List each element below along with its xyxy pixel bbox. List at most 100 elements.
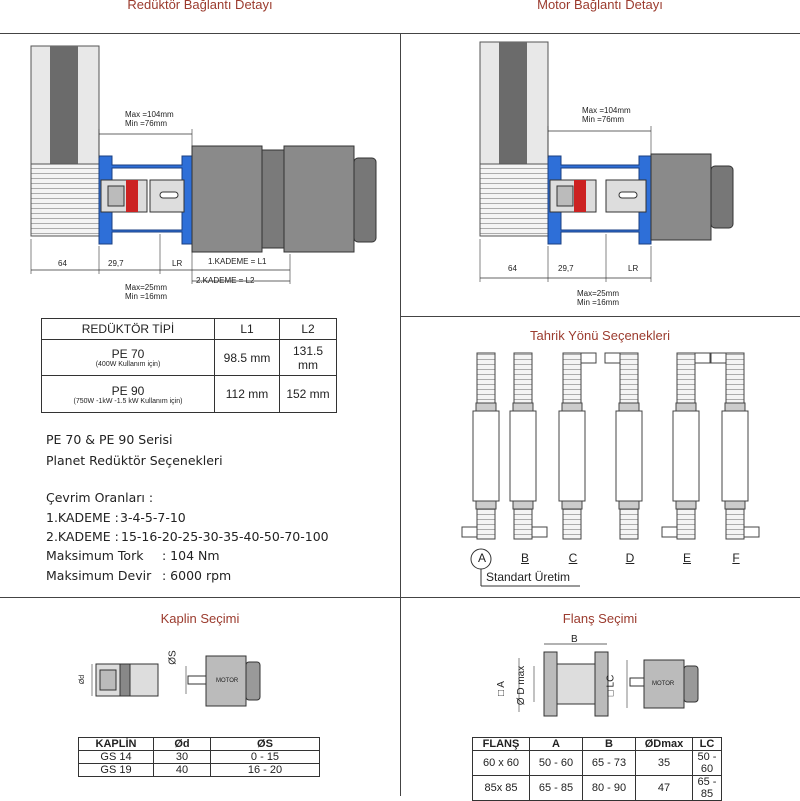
reducer-row-l1: 112 mm (214, 375, 280, 413)
reducer-row-name: PE 70 (111, 347, 145, 361)
direction-drive-a (461, 352, 500, 540)
dim-min-16: Min =16mm (125, 292, 168, 301)
reducer-row-name: PE 90 (111, 383, 145, 398)
flange-a-label: □ A (495, 681, 507, 696)
coupling-cell: 30 (153, 750, 211, 764)
coupling-header-os: ØS (210, 737, 320, 751)
flange-b-label: B (571, 634, 578, 645)
coupling-cell: 40 (153, 763, 211, 777)
coupling-header-od: Ød (153, 737, 211, 751)
reducer-table-header-l1: L1 (214, 318, 280, 340)
ratios-title: Çevrim Oranları : (46, 490, 154, 505)
flange-motor-label: MOTOR (652, 681, 675, 687)
reducer-row-note: (400W Kullanım için) (95, 361, 161, 368)
coupling-cell: 0 - 15 (210, 750, 320, 764)
flange-header-a: A (529, 737, 583, 751)
coupling-cell: GS 14 (78, 750, 154, 764)
direction-drive-d (604, 352, 643, 540)
flange-lc-label: □ LC (605, 674, 617, 697)
table-row: PE 90 (750W -1kW -1.5 kW Kullanım için) (41, 375, 215, 413)
motor-dim-64: 64 (508, 264, 517, 273)
dim-64: 64 (58, 259, 67, 268)
table-row: 60 x 60 50 - 60 65 - 73 35 50 - 60 (472, 750, 722, 776)
direction-drive-f (710, 352, 760, 540)
coupling-motor-label: MOTOR (216, 678, 239, 684)
title-flange-selection: Flanş Seçimi (562, 611, 638, 626)
table-row: GS 14 30 0 - 15 (78, 750, 320, 764)
direction-label-c[interactable]: C (568, 551, 578, 565)
flange-cell: 35 (635, 750, 693, 776)
reducer-type-table: REDÜKTÖR TİPİ L1 L2 PE 70 (400W Kullanım… (41, 318, 337, 413)
flange-cell: 50 - 60 (529, 750, 583, 776)
motor-dim-lr: LR (628, 264, 639, 273)
title-motor-detail: Motor Bağlantı Detayı (537, 0, 663, 12)
coupling-table: KAPLİN Ød ØS GS 14 30 0 - 15 GS 19 40 16… (78, 737, 320, 777)
dim-lr: LR (172, 259, 183, 268)
reducer-connection-drawing (30, 45, 377, 284)
dim-min-76: Min =76mm (125, 119, 168, 128)
motor-dim-min-16: Min =16mm (577, 298, 620, 307)
speed-label: Maksimum Devir (46, 568, 152, 583)
flange-header-lc: LC (692, 737, 722, 751)
flange-header-b: B (582, 737, 636, 751)
standard-indicator (470, 548, 580, 587)
flange-table: FLANŞ A B ØDmax LC 60 x 60 50 - 60 65 - … (472, 737, 722, 801)
dim-kademe-1: 1.KADEME = L1 (208, 257, 267, 266)
title-reducer-detail: Redüktör Bağlantı Detayı (127, 0, 273, 12)
flange-cell: 65 - 85 (692, 775, 722, 801)
flange-cell: 50 - 60 (692, 750, 722, 776)
table-row: GS 19 40 16 - 20 (78, 763, 320, 777)
table-row: PE 70 (400W Kullanım için) (41, 339, 215, 376)
series-line-2: Planet Redüktör Seçenekleri (46, 453, 223, 468)
motor-dim-max-25: Max=25mm (577, 289, 620, 298)
reducer-table-header-type: REDÜKTÖR TİPİ (41, 318, 215, 340)
flange-dmax-label: Ø D max (516, 665, 528, 706)
direction-label-b[interactable]: B (520, 551, 529, 565)
reducer-table-header-l2: L2 (279, 318, 337, 340)
direction-label-d[interactable]: D (625, 551, 635, 565)
coupling-cell: GS 19 (78, 763, 154, 777)
motor-dim-min-76: Min =76mm (582, 115, 625, 124)
flange-cell: 65 - 85 (529, 775, 583, 801)
flange-drawing (518, 643, 699, 717)
kademe-1-label: 1.KADEME : (46, 510, 119, 525)
kademe-2-label: 2.KADEME : (46, 529, 119, 544)
dim-29-7: 29,7 (108, 259, 124, 268)
reducer-row-l1: 98.5 mm (214, 339, 280, 376)
flange-cell: 85x 85 (472, 775, 530, 801)
kademe-2-values: 15-16-20-25-30-35-40-50-70-100 (121, 529, 329, 544)
coupling-od-label: Ød (79, 674, 87, 685)
table-row: 85x 85 65 - 85 80 - 90 47 65 - 85 (472, 775, 722, 801)
reducer-row-l2: 131.5 mm (279, 339, 337, 376)
direction-drive-c (558, 352, 597, 540)
direction-drive-b (509, 352, 548, 540)
motor-dim-29-7: 29,7 (558, 264, 574, 273)
coupling-cell: 16 - 20 (210, 763, 320, 777)
flange-cell: 47 (635, 775, 693, 801)
flange-header-flans: FLANŞ (472, 737, 530, 751)
dim-kademe-2: 2.KADEME = L2 (196, 276, 255, 285)
frame-right-divider (400, 316, 800, 317)
dim-max-104: Max =104mm (125, 110, 174, 119)
kademe-1-values: 3-4-5-7-10 (120, 510, 186, 525)
motor-dim-max-104: Max =104mm (582, 106, 631, 115)
speed-value: : 6000 rpm (162, 568, 232, 583)
flange-cell: 60 x 60 (472, 750, 530, 776)
direction-drive-e (661, 352, 711, 540)
direction-label-f[interactable]: F (732, 551, 740, 565)
standard-production-label: Standart Üretim (486, 570, 571, 584)
direction-label-e[interactable]: E (682, 551, 691, 565)
dim-max-25: Max=25mm (125, 283, 168, 292)
direction-label-a[interactable]: A (477, 551, 486, 565)
reducer-row-note: (750W -1kW -1.5 kW Kullanım için) (73, 397, 183, 405)
series-line-1: PE 70 & PE 90 Serisi (46, 432, 173, 447)
coupling-header-kaplin: KAPLİN (78, 737, 154, 751)
coupling-drawing (91, 655, 261, 707)
frame-middle (400, 33, 401, 597)
coupling-os-label: ØS (167, 650, 179, 665)
flange-cell: 80 - 90 (582, 775, 636, 801)
frame-bottom-middle (400, 597, 401, 796)
title-coupling-selection: Kaplin Seçimi (160, 611, 240, 626)
flange-cell: 65 - 73 (582, 750, 636, 776)
flange-header-odmax: ØDmax (635, 737, 693, 751)
